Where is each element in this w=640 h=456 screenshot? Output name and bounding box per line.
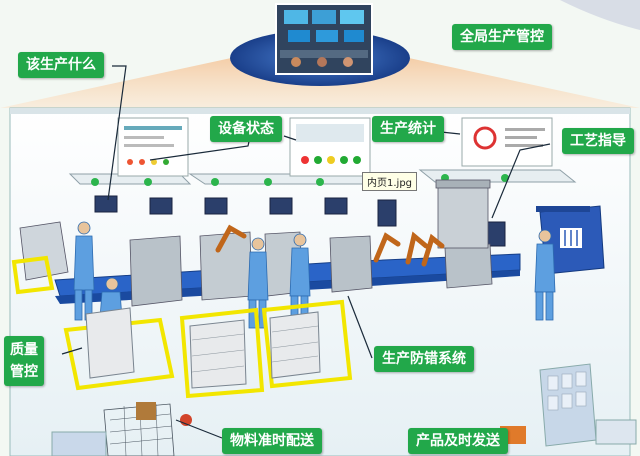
label-global-control: 全局生产管控 [452, 24, 552, 50]
label-what-to-produce: 该生产什么 [18, 52, 104, 78]
screen-what-to-produce [117, 117, 189, 177]
control-room-photo [275, 3, 373, 75]
hanging-monitors [94, 195, 506, 247]
screen-equipment-status [289, 117, 371, 177]
overhead-rail-3 [418, 169, 577, 183]
label-material-delivery: 物料准时配送 [222, 428, 322, 454]
corner-decoration [560, 0, 640, 30]
label-error-proofing: 生产防错系统 [374, 346, 474, 372]
label-timely-delivery: 产品及时发送 [408, 428, 508, 454]
label-equipment-status: 设备状态 [210, 116, 282, 142]
material-carts [85, 307, 321, 389]
screen-production-stats [461, 117, 553, 167]
robot-arms [215, 224, 445, 267]
packing-machine [536, 205, 605, 275]
label-quality-control: 质量 管控 [4, 336, 44, 386]
back-wall-top [10, 108, 630, 114]
label-production-stats: 生产统计 [372, 116, 444, 142]
label-process-guidance: 工艺指导 [562, 128, 634, 154]
logistics-area [51, 363, 637, 456]
image-filename-tooltip: 内页1.jpg [362, 172, 418, 191]
production-machines [19, 179, 493, 307]
